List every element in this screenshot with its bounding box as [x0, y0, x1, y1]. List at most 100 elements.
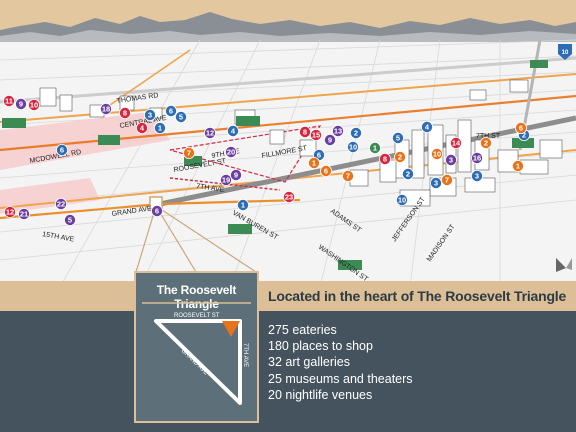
poi-marker-number: 13	[334, 127, 342, 136]
poi-marker-circle	[229, 168, 242, 181]
poi-marker-circle	[515, 122, 528, 135]
poi-marker-circle	[323, 133, 336, 146]
poi-marker-circle	[470, 169, 483, 182]
poi-marker-circle	[150, 204, 163, 217]
poi-marker-circle	[153, 122, 166, 135]
poi-marker-number: 16	[473, 154, 481, 163]
poi-marker: 8	[298, 126, 311, 139]
poi-marker-circle	[391, 131, 404, 144]
poi-marker: 5	[391, 131, 404, 144]
aerial-map: THOMAS RD CENTRAL AVE MCDOWELL RD ROOSEV…	[0, 0, 576, 287]
poi-marker-number: 18	[102, 105, 110, 114]
poi-marker: 7	[341, 169, 354, 182]
poi-marker-circle	[440, 173, 453, 186]
poi-marker-number: 3	[449, 156, 453, 165]
poi-marker-number: 6	[317, 151, 321, 160]
poi-marker-circle	[309, 128, 322, 141]
poi-marker: 10	[430, 147, 443, 160]
poi-marker-number: 2	[406, 170, 410, 179]
poi-marker-number: 10	[398, 196, 406, 205]
poi-marker-number: 6	[60, 146, 64, 155]
poi-marker: 10	[346, 140, 359, 153]
poi-marker: 10	[395, 193, 408, 206]
poi-marker-circle	[119, 107, 132, 120]
stat-galleries: 32 art galleries	[268, 355, 350, 370]
poi-marker-circle	[479, 136, 492, 149]
poi-marker: 14	[449, 136, 462, 149]
poi-marker-circle	[282, 190, 295, 203]
poi-marker: 7	[440, 173, 453, 186]
poi-marker: 1	[512, 159, 525, 172]
label-7th-st: 7TH ST	[476, 133, 501, 140]
poi-marker-circle	[224, 145, 237, 158]
poi-marker-circle	[236, 198, 249, 211]
poi-marker: 15	[309, 128, 322, 141]
poi-marker: 1	[236, 198, 249, 211]
downtown-buildings	[39, 79, 563, 207]
poi-marker-number: 14	[452, 139, 461, 148]
poi-marker: 5	[64, 213, 77, 226]
poi-marker-number: 9	[234, 171, 238, 180]
poi-marker-circle	[64, 213, 77, 226]
poi-marker: 13	[331, 125, 344, 138]
poi-marker-number: 4	[425, 123, 430, 132]
poi-marker-number: 7	[445, 176, 449, 185]
poi-marker-number: 2	[484, 139, 488, 148]
poi-marker: 6	[56, 143, 69, 156]
poi-marker-number: 3	[475, 172, 479, 181]
poi-marker-circle	[470, 151, 483, 164]
poi-marker: 6	[164, 105, 177, 118]
poi-marker-circle	[100, 103, 113, 116]
poi-marker: 20	[224, 145, 237, 158]
poi-marker-circle	[420, 121, 433, 134]
poi-marker: 18	[100, 103, 113, 116]
poi-marker-number: 8	[303, 128, 307, 137]
poi-marker-number: 8	[383, 155, 387, 164]
poi-marker-circle	[226, 125, 239, 138]
triangle-outline	[169, 125, 322, 183]
poi-marker-number: 3	[148, 111, 152, 120]
poi-marker-number: 5	[396, 134, 400, 143]
inset-triangle-corner	[222, 321, 240, 337]
poi-marker-circle	[17, 207, 30, 220]
poi-marker: 3	[444, 153, 457, 166]
info-panel	[0, 311, 576, 432]
interstate-shield-icon: 10	[558, 44, 572, 60]
map-svg: THOMAS RD CENTRAL AVE MCDOWELL RD ROOSEV…	[0, 0, 576, 287]
poi-marker: 4	[420, 121, 433, 134]
poi-marker: 9	[229, 168, 242, 181]
inset-triangle	[154, 319, 242, 405]
poi-marker-number: 11	[5, 97, 13, 106]
poi-marker-circle	[14, 98, 27, 111]
poi-marker-circle	[430, 147, 443, 160]
poi-marker-number: 1	[373, 144, 377, 153]
poi-marker: 2	[393, 150, 406, 163]
stat-nightlife: 20 nightlife venues	[268, 387, 373, 402]
poi-marker-circle	[346, 140, 359, 153]
inset-label-7th-ave: 7TH AVE	[242, 343, 248, 367]
poi-marker-circle	[449, 136, 462, 149]
poi-marker: 10	[27, 99, 40, 112]
poi-marker: 2	[479, 136, 492, 149]
poi-marker: 1	[153, 122, 166, 135]
poi-marker-number: 6	[324, 167, 328, 176]
poi-marker: 4	[135, 122, 148, 135]
poi-marker-circle	[307, 156, 320, 169]
poi-marker-circle	[55, 197, 68, 210]
poi-marker: 19	[219, 173, 232, 186]
poi-marker-number: 2	[398, 153, 402, 162]
inset-label-grand-ave: GRAND AVE	[180, 348, 209, 376]
poi-marker-circle	[182, 146, 195, 159]
poi-marker-number: 10	[349, 143, 357, 152]
poi-marker: 8	[378, 152, 391, 165]
poi-marker: 4	[226, 125, 239, 138]
inset-title: The Roosevelt Triangle	[156, 283, 237, 311]
poi-marker: 16	[470, 151, 483, 164]
map-logo-icon	[556, 258, 572, 272]
poi-marker-circle	[3, 95, 15, 108]
poi-marker: 5	[174, 111, 187, 124]
poi-marker-number: 10	[433, 150, 441, 159]
poi-marker: 12	[4, 205, 16, 218]
poi-marker: 2	[349, 127, 362, 140]
